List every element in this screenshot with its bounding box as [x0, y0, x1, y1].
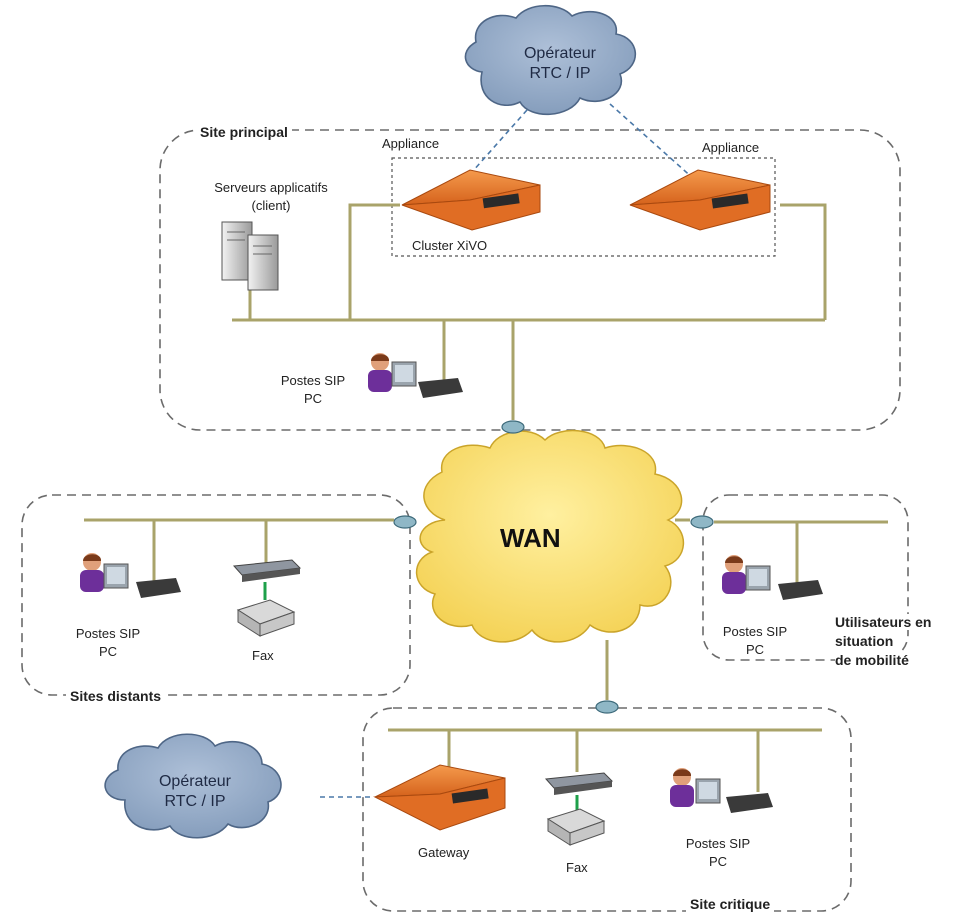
- sip-mobilite-line2: PC: [745, 642, 765, 657]
- appliance-right-icon: [629, 169, 771, 231]
- servers-label-line2: (client): [251, 198, 291, 213]
- operator-bottom-line1: Opérateur: [158, 773, 232, 790]
- sip-user-principal-icon: [368, 353, 463, 398]
- site-principal-boundary: [159, 129, 901, 431]
- sip-distants-line1: Postes SIP: [75, 626, 141, 641]
- gateway-label: Gateway: [418, 845, 470, 860]
- servers-label-line1: Serveurs applicatifs: [214, 180, 328, 195]
- mobilite-title-line2: situation: [835, 633, 894, 649]
- sites-distants-title: Sites distants: [66, 688, 166, 704]
- operator-cloud-top: [464, 5, 637, 116]
- link-operator-appliance-left: [464, 109, 528, 181]
- fax-critique-label: Fax: [566, 860, 588, 875]
- site-critique-title: Site critique: [686, 896, 775, 912]
- link-operator-appliance-right: [609, 103, 696, 181]
- site-critique-bus: [388, 640, 822, 792]
- fax-distants-label: Fax: [252, 648, 274, 663]
- wan-label: WAN: [500, 523, 561, 553]
- sip-critique-line2: PC: [708, 854, 728, 869]
- mobilite-title-line3: de mobilité: [835, 652, 909, 668]
- sip-user-mobilite-icon: [722, 555, 823, 600]
- operator-top-line1: Opérateur: [523, 45, 597, 62]
- sip-principal-line2: PC: [303, 391, 323, 406]
- cluster-boundary: [391, 157, 776, 257]
- servers-icon: [221, 221, 279, 291]
- mobilite-bus: [675, 518, 888, 590]
- appliance-right-label: Appliance: [702, 140, 760, 155]
- sip-user-critique-icon: [670, 768, 773, 813]
- router-icons: [393, 420, 714, 714]
- sip-critique-line1: Postes SIP: [685, 836, 751, 851]
- site-principal-title: Site principal: [196, 124, 292, 140]
- sites-distants-bus: [84, 518, 394, 590]
- appliance-left-icon: [401, 169, 541, 231]
- operator-bottom-line2: RTC / IP: [164, 793, 226, 810]
- sip-user-distants-icon: [80, 553, 181, 598]
- gateway-icon: [373, 764, 506, 831]
- mobilite-boundary: [702, 494, 909, 661]
- appliance-left-label: Appliance: [382, 136, 440, 151]
- sip-mobilite-line1: Postes SIP: [722, 624, 788, 639]
- mobilite-title-line1: Utilisateurs en: [835, 614, 932, 630]
- operator-top-line2: RTC / IP: [529, 65, 591, 82]
- wan-cloud: [415, 429, 685, 643]
- sip-distants-line2: PC: [98, 644, 118, 659]
- fax-critique-icon: [544, 772, 614, 846]
- sites-distants-boundary: [21, 494, 411, 696]
- operator-cloud-bottom: [104, 733, 282, 839]
- cluster-label: Cluster XiVO: [412, 238, 488, 253]
- fax-distants-icon: [232, 559, 302, 637]
- sip-principal-line1: Postes SIP: [280, 373, 346, 388]
